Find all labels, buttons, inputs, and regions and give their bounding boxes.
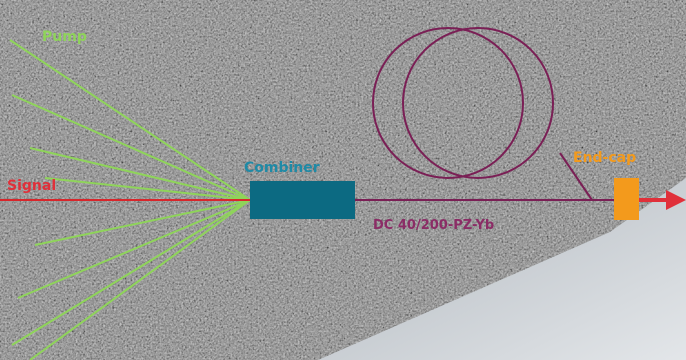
- output-arrow: [639, 190, 686, 210]
- pump-fiber: [44, 177, 251, 201]
- pump-fiber: [34, 199, 251, 246]
- pump-fibers: [9, 39, 251, 360]
- fiber-coil: [372, 27, 593, 201]
- pump-fiber: [11, 94, 251, 201]
- pump-fiber: [29, 199, 251, 360]
- pump-fiber: [29, 147, 251, 201]
- combiner-box: [250, 181, 355, 219]
- fiber-coil-lead: [559, 152, 593, 201]
- pump-fiber: [11, 199, 251, 346]
- output-arrow-head: [666, 190, 686, 210]
- combiner-label: Combiner: [244, 160, 320, 176]
- pump-fiber: [17, 199, 251, 299]
- fiber-coil-loop: [402, 27, 554, 179]
- pump-label: Pump: [42, 29, 87, 45]
- signal-label: Signal: [7, 178, 56, 194]
- pump-fiber: [9, 39, 251, 201]
- fiber-type-label: DC 40/200-PZ-Yb: [373, 218, 494, 233]
- background-metal-corner: [318, 178, 686, 360]
- fiber-coil-loop: [372, 27, 524, 179]
- endcap-box: [614, 178, 639, 220]
- endcap-label: End-cap: [573, 150, 636, 166]
